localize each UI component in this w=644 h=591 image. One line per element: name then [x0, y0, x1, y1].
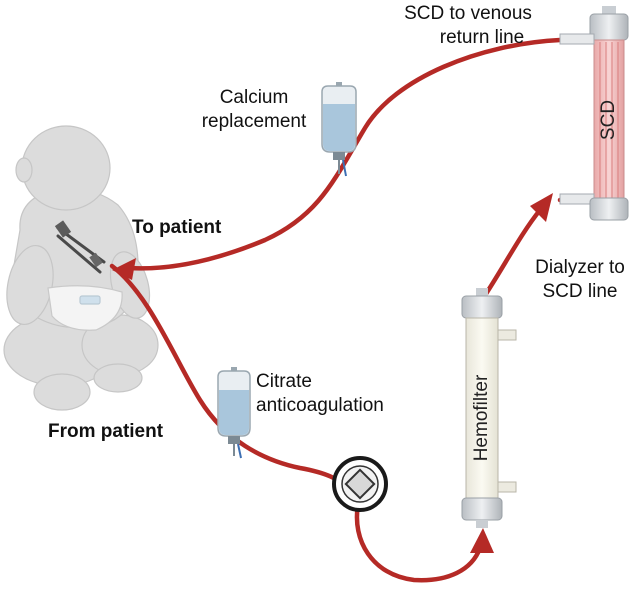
citrate-line1: Citrate [256, 371, 312, 392]
dialyzer-to-scd-label: Dialyzer to SCD line [520, 256, 640, 304]
to-patient-label: To patient [132, 217, 222, 238]
hemofilter-device [461, 288, 517, 528]
from-patient-label: From patient [48, 421, 164, 442]
calcium-line2: replacement [201, 111, 307, 132]
catheter-icon [54, 220, 106, 274]
hemofilter-device-label: Hemofilter [471, 374, 492, 462]
dialyzer-line2: SCD line [542, 281, 618, 302]
scd-to-venous-label: SCD to venous return line [388, 2, 548, 50]
baby-patient-illustration [3, 125, 159, 411]
arrowhead-icon [112, 258, 136, 280]
citrate-line2: anticoagulation [256, 395, 384, 416]
scd-device-label: SCD [598, 99, 619, 141]
venous-return-line [125, 37, 563, 271]
arrowhead-icon [470, 528, 494, 553]
scd-to-venous-line2: return line [439, 27, 525, 48]
calcium-line1: Calcium [219, 87, 289, 108]
iv-bag-icon [321, 82, 357, 177]
calcium-replacement-label: Calcium replacement [196, 86, 312, 134]
dialyzer-line1: Dialyzer to [535, 257, 625, 278]
dialyzer-to-scd-line [479, 207, 543, 303]
pump-icon [332, 456, 388, 512]
pump-to-hemofilter-line [354, 502, 483, 583]
iv-bag-icon [217, 367, 251, 459]
arrowhead-icon [530, 193, 553, 222]
citrate-anticoagulation-label: Citrate anticoagulation [256, 370, 384, 418]
scd-to-venous-line1: SCD to venous [404, 3, 532, 24]
scd-device [559, 6, 629, 221]
